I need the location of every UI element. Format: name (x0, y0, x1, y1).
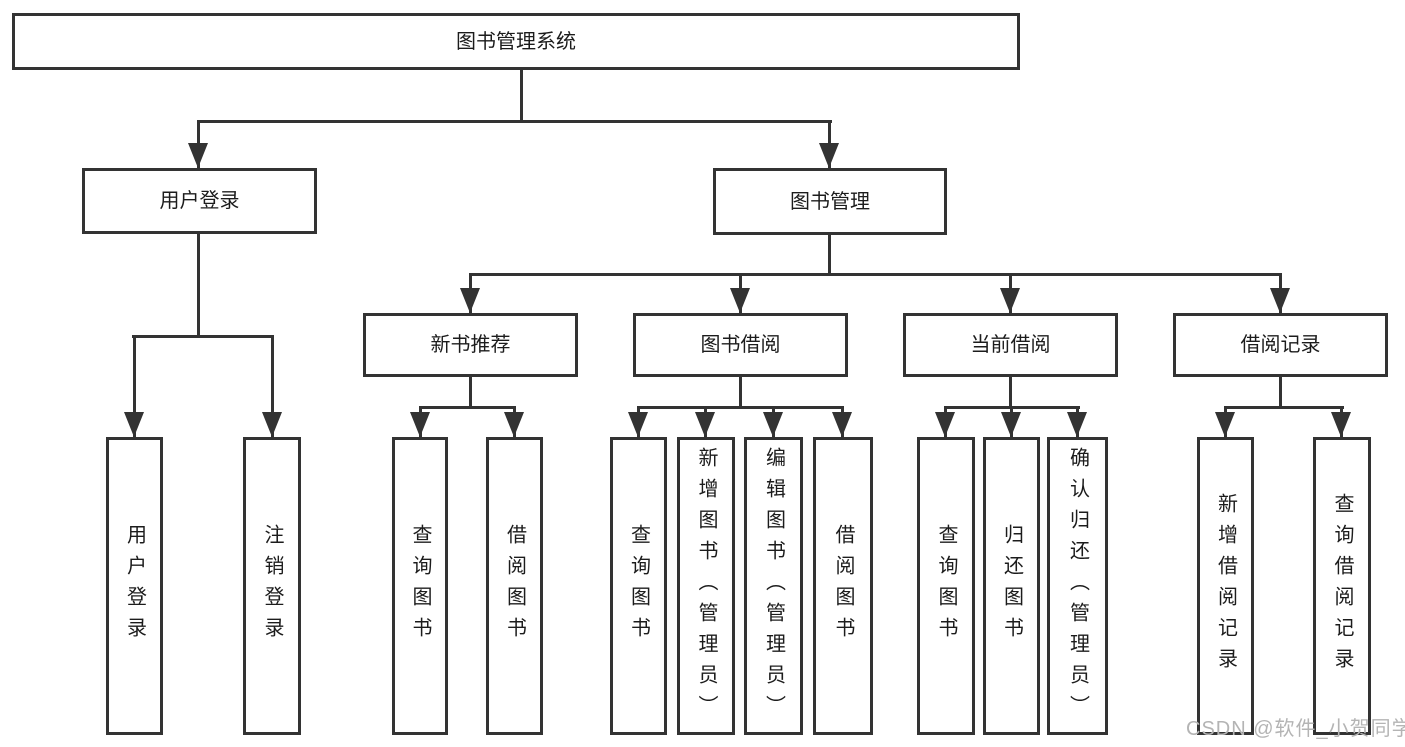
arrowhead-icon (1001, 412, 1021, 437)
arrowhead-icon (460, 288, 480, 313)
connector-line (469, 377, 472, 406)
node-leaf-user-login: 用户登录 (106, 437, 163, 735)
node-leaf-add-books-admin: 新增图书（管理员） (677, 437, 735, 735)
node-new-book-recommend: 新书推荐 (363, 313, 578, 377)
node-library-management-system: 图书管理系统 (12, 13, 1020, 70)
arrowhead-icon (504, 412, 524, 437)
node-leaf-borrow-books-2: 借阅图书 (813, 437, 873, 735)
arrowhead-icon (410, 412, 430, 437)
connector-line (520, 70, 523, 120)
connector-line (197, 234, 200, 335)
connector-line (1224, 406, 1344, 409)
arrowhead-icon (935, 412, 955, 437)
arrowhead-icon (695, 412, 715, 437)
arrowhead-icon (1000, 288, 1020, 313)
node-book-management: 图书管理 (713, 168, 947, 235)
connector-line (1279, 377, 1282, 406)
node-book-borrow: 图书借阅 (633, 313, 848, 377)
node-leaf-query-books-1: 查询图书 (392, 437, 448, 735)
arrowhead-icon (1215, 412, 1235, 437)
node-borrow-records: 借阅记录 (1173, 313, 1388, 377)
node-leaf-edit-books-admin: 编辑图书（管理员） (744, 437, 803, 735)
node-leaf-query-books-2: 查询图书 (610, 437, 667, 735)
connector-line (469, 273, 1282, 276)
node-user-login: 用户登录 (82, 168, 317, 234)
arrowhead-icon (1067, 412, 1087, 437)
arrowhead-icon (730, 288, 750, 313)
connector-line (133, 335, 136, 437)
arrowhead-icon (124, 412, 144, 437)
arrowhead-icon (819, 143, 839, 168)
connector-line (132, 335, 274, 338)
connector-line (1009, 377, 1012, 406)
connector-line (739, 377, 742, 406)
csdn-watermark: CSDN @软件_小贺同学 (1186, 718, 1405, 740)
arrowhead-icon (1331, 412, 1351, 437)
arrowhead-icon (763, 412, 783, 437)
connector-line (197, 120, 832, 123)
arrowhead-icon (1270, 288, 1290, 313)
arrowhead-icon (832, 412, 852, 437)
node-leaf-query-books-3: 查询图书 (917, 437, 975, 735)
node-leaf-add-borrow-record: 新增借阅记录 (1197, 437, 1254, 735)
arrowhead-icon (628, 412, 648, 437)
node-leaf-return-books: 归还图书 (983, 437, 1040, 735)
arrowhead-icon (188, 143, 208, 168)
node-leaf-confirm-return-admin: 确认归还（管理员） (1047, 437, 1108, 735)
connector-line (419, 406, 516, 409)
node-leaf-borrow-books-1: 借阅图书 (486, 437, 543, 735)
node-leaf-query-borrow-record: 查询借阅记录 (1313, 437, 1371, 735)
connector-line (828, 235, 831, 273)
node-current-borrow: 当前借阅 (903, 313, 1118, 377)
arrowhead-icon (262, 412, 282, 437)
connector-line (637, 406, 844, 409)
connector-line (271, 335, 274, 437)
node-leaf-logout: 注销登录 (243, 437, 301, 735)
